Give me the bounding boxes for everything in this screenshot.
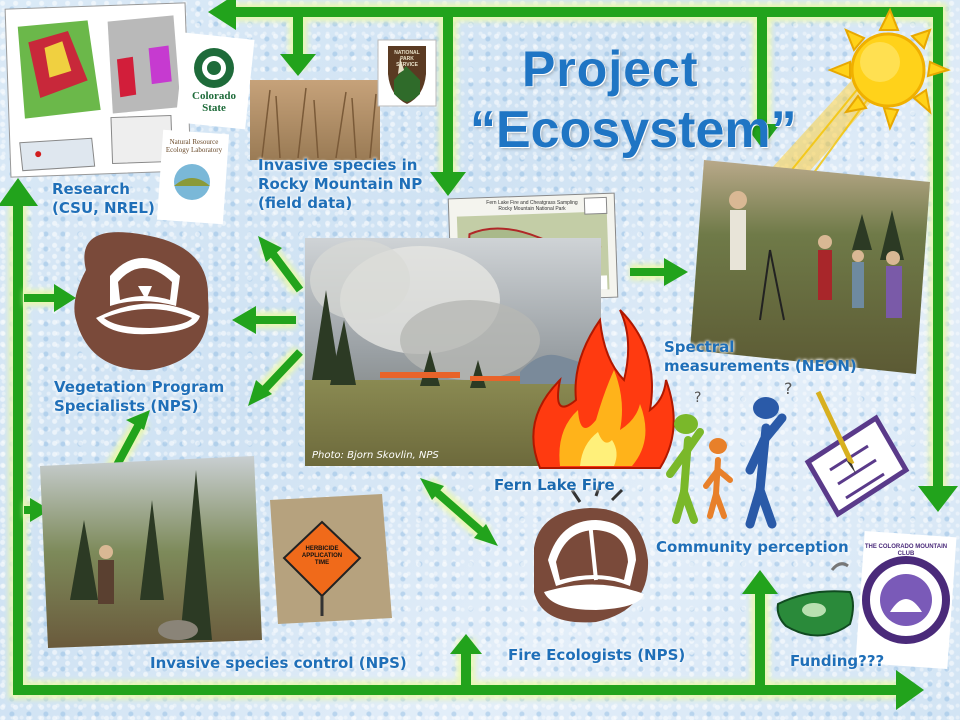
nrel-logo [156, 129, 230, 225]
community-figures: ? ? [666, 379, 793, 529]
map-title: Fern Lake Fire and Cheatgrass Sampling R… [472, 200, 592, 212]
nps-logo-text: NATIONAL PARK SERVICE [394, 50, 420, 68]
invasive-down-arrowhead [280, 54, 316, 76]
top-left-arrowhead [208, 0, 236, 30]
spectral-label-line1: Spectral [664, 338, 735, 356]
fire-to-invasive-arrow [266, 247, 304, 293]
sign-line3: TIME [314, 560, 330, 566]
vegetation-label: Vegetation Program Specialists (NPS) [54, 378, 224, 416]
nrel-logo-text: Natural Resource Ecology Laboratory [165, 138, 223, 154]
clipboard-checklist-icon [804, 390, 910, 518]
spectral-measurements-photo [690, 160, 930, 374]
cmc-logo-text: THE COLORADO MOUNTAIN CLUB [864, 544, 948, 557]
map-title-line2: Rocky Mountain National Park [498, 206, 566, 212]
sign-line1: HERBICIDE [305, 546, 339, 552]
vegetation-label-line2: Specialists (NPS) [54, 397, 199, 415]
community-perception-label: Community perception [656, 538, 849, 556]
fire-photo [305, 238, 601, 466]
fire-helmet-icon [534, 483, 649, 623]
fire-to-vegetation-lower-arrow [261, 349, 303, 393]
invasive-control-label: Invasive species control (NPS) [150, 654, 407, 672]
sign-line2: APPLICATION [301, 553, 343, 559]
community-up-arrowhead [742, 570, 778, 594]
map-down-arrowhead [430, 172, 466, 196]
fire-ecologists-double-arrow [431, 486, 485, 536]
invasive-field-label-line2: Rocky Mountain NP [258, 175, 423, 193]
research-label-line1: Research [52, 180, 130, 198]
cmc-logo [855, 530, 957, 670]
photo-credit: Photo: Bjorn Skovlin, NPS [312, 450, 439, 461]
fire-ecologist-up-arrowhead [450, 634, 482, 654]
research-map-figure [4, 2, 192, 178]
ranger-hat-icon [74, 232, 209, 371]
flame-illustration [532, 309, 675, 469]
invasive-field-label-line3: (field data) [258, 194, 353, 212]
vegetation-label-line1: Vegetation Program [54, 378, 225, 396]
funding-label: Funding??? [790, 652, 885, 670]
invasive-field-label-line1: Invasive species in [258, 156, 418, 174]
map-title-line1: Fern Lake Fire and Cheatgrass Sampling [486, 200, 578, 206]
flow-arrows [24, 236, 688, 546]
right-bottom-arrowhead [918, 486, 958, 512]
fern-lake-fire-label: Fern Lake Fire [494, 476, 615, 494]
fire-ecologists-label: Fire Ecologists (NPS) [508, 646, 686, 664]
nps-arrowhead-logo [377, 39, 437, 107]
spectral-down-arrowhead [744, 124, 780, 148]
spectral-label: Spectral measurements (NEON) [664, 338, 857, 376]
invasive-field-label: Invasive species in Rocky Mountain NP (f… [258, 156, 422, 213]
csu-logo-line1: Colorado [192, 90, 236, 102]
bottom-right-arrowhead [896, 670, 924, 710]
csu-logo [175, 32, 255, 130]
left-top-arrowhead [0, 178, 38, 206]
spectral-label-line2: measurements (NEON) [664, 357, 857, 375]
sun-illustration [770, 7, 951, 182]
money-icon [776, 562, 854, 637]
research-label: Research (CSU, NREL) [52, 180, 155, 218]
svg-text:?: ? [694, 390, 701, 406]
invasive-control-photo [40, 456, 262, 648]
research-label-line2: (CSU, NREL) [52, 199, 155, 217]
herbicide-sign-text: HERBICIDE APPLICATION TIME [296, 546, 348, 567]
herbicide-sign-photo [270, 494, 392, 624]
invasive-field-photo [250, 80, 380, 160]
title-line2: “Ecosystem” [470, 101, 797, 159]
title-line1: Project [522, 41, 699, 97]
csu-logo-text: Colorado State [185, 90, 243, 114]
csu-logo-line2: State [202, 102, 226, 114]
svg-text:?: ? [784, 379, 793, 398]
